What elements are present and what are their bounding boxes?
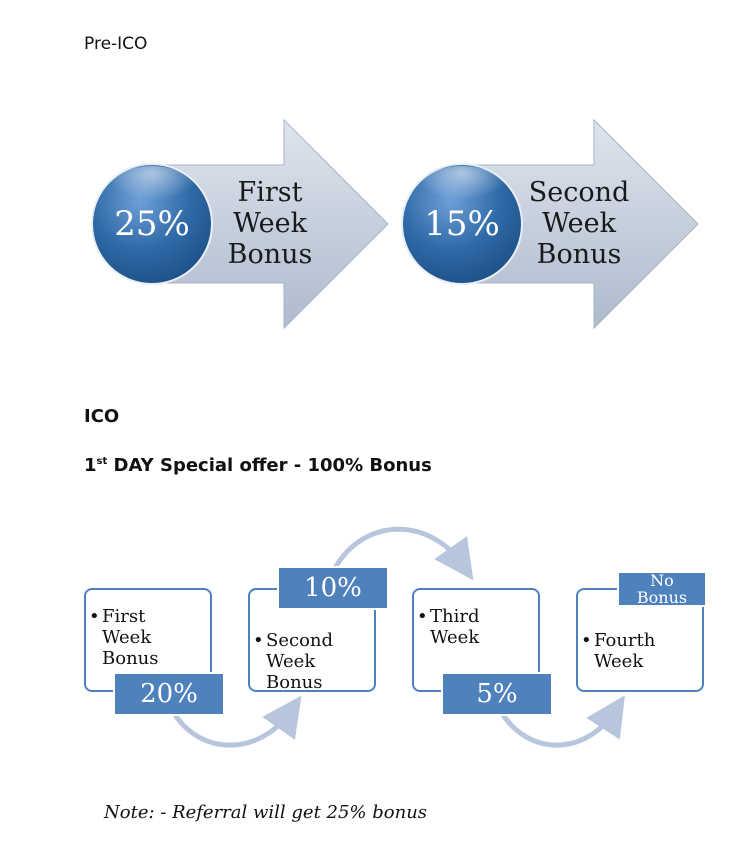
ico-step-2-percent-tag: 10% — [277, 566, 389, 610]
pre-ico-diagram — [91, 118, 699, 330]
day1-sup: st — [96, 456, 108, 467]
connector-2-3 — [332, 526, 474, 581]
circle-badge-2 — [401, 163, 523, 285]
ico-step-4-tag-line2: Bonus — [636, 588, 688, 607]
ico-step-2-line2: Week — [266, 651, 316, 672]
pre-ico-step-1-line1: First — [237, 177, 303, 208]
pre-ico-step-1-percent: 25% — [114, 204, 190, 244]
ico-step-3-percent-tag: 5% — [441, 672, 553, 716]
ico-step-1-line2: Week — [102, 627, 152, 648]
ico-heading: ICO — [84, 406, 120, 427]
ico-step-4-tag-line1: No — [650, 571, 674, 590]
ico-step-1-line1: First — [102, 606, 146, 627]
referral-note: Note: - Referral will get 25% bonus — [104, 802, 428, 823]
pre-ico-step-2-percent: 15% — [424, 204, 500, 244]
connector-3-4 — [497, 695, 625, 748]
ico-step-3-box: Third Week — [412, 588, 540, 692]
arrow-shape-1 — [149, 118, 389, 330]
day1-rest: DAY Special offer - 100% Bonus — [107, 455, 432, 476]
ico-step-4-percent-tag: No Bonus — [617, 571, 707, 607]
pre-ico-heading: Pre-ICO — [84, 34, 148, 54]
ico-step-3-bullet: Third Week — [417, 606, 538, 648]
day1-prefix: 1 — [84, 455, 97, 476]
ico-step-3-line2: Week — [430, 627, 480, 648]
ico-step-2-line1: Second — [266, 630, 334, 651]
connector-1-2 — [169, 695, 302, 748]
ico-step-1-bullet: First Week Bonus — [89, 606, 210, 669]
ico-step-2-bullet: Second Week Bonus — [253, 630, 374, 693]
ico-step-4-line2: Week — [594, 651, 644, 672]
ico-connectors — [169, 526, 625, 748]
circle-badge-1 — [91, 163, 213, 285]
ico-step-4-bullet: Fourth Week — [581, 630, 702, 672]
ico-step-1-percent-tag: 20% — [113, 672, 225, 716]
pre-ico-step-1-line3: Bonus — [227, 239, 313, 270]
ico-step-4-line1: Fourth — [594, 630, 656, 651]
day1-offer-heading: 1st DAY Special offer - 100% Bonus — [84, 455, 432, 476]
pre-ico-step-2-line3: Bonus — [536, 239, 622, 270]
pre-ico-step-1-line2: Week — [233, 208, 307, 239]
ico-step-1-line3: Bonus — [102, 648, 159, 669]
pre-ico-step-2-line1: Second — [528, 177, 630, 208]
ico-step-2-line3: Bonus — [266, 672, 323, 693]
arrow-shape-2 — [459, 118, 699, 330]
pre-ico-step-2-label: Second Week Bonus — [514, 177, 644, 270]
pre-ico-step-1-label: First Week Bonus — [205, 177, 335, 270]
ico-step-3-line1: Third — [430, 606, 480, 627]
pre-ico-step-2-line2: Week — [542, 208, 616, 239]
